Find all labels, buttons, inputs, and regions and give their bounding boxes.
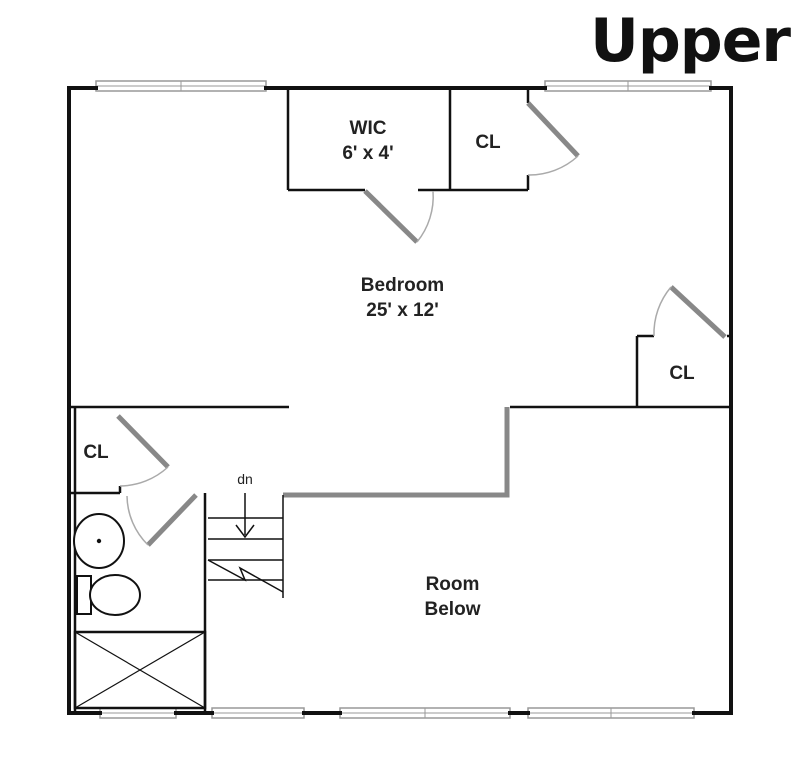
- window-top-left: [95, 80, 267, 92]
- room-below-label: Room Below: [395, 572, 510, 622]
- wic-label: WIC 6' x 4': [318, 116, 418, 166]
- wic-walls: [286, 89, 450, 192]
- closet-left-label: CL: [83, 442, 109, 463]
- bedroom-size: 25' x 12': [366, 300, 439, 321]
- window-bottom-2: [211, 707, 305, 719]
- floor-title: Upper: [590, 6, 791, 76]
- bedroom-name: Bedroom: [360, 275, 445, 296]
- window-bottom-3: [339, 707, 511, 719]
- closet-top-door: [526, 101, 580, 176]
- sink-icon: [73, 513, 125, 569]
- railing: [283, 407, 510, 498]
- closet-right-label: CL: [669, 363, 695, 384]
- wic-name: WIC: [349, 118, 387, 139]
- wic-size: 6' x 4': [342, 143, 394, 164]
- bath-fixtures: [73, 513, 207, 710]
- room-below-name: Room: [425, 574, 480, 595]
- bath-door: [126, 493, 198, 547]
- room-below-size: Below: [424, 599, 481, 620]
- stair-break-line: [207, 559, 284, 593]
- wic-door: [363, 189, 434, 244]
- closet-right-walls: [635, 334, 731, 407]
- interior-walls: [69, 89, 731, 713]
- closet-right-door: [653, 285, 727, 339]
- closet-top-label: CL: [475, 132, 501, 153]
- window-bottom-4: [527, 707, 695, 719]
- stairs-down-label: dn: [237, 471, 253, 487]
- toilet-icon: [76, 574, 141, 616]
- bedroom-label: Bedroom 25' x 12': [330, 273, 475, 323]
- closet-left-door: [116, 414, 170, 487]
- arrow-down-icon: [235, 493, 255, 539]
- window-top-right: [544, 80, 712, 92]
- window-bottom-1: [99, 707, 177, 719]
- exterior-walls: [67, 86, 733, 715]
- windows: [95, 80, 712, 719]
- bath-walls: [69, 408, 207, 713]
- doors: [116, 101, 727, 547]
- shower-icon: [73, 630, 207, 710]
- staircase: [207, 493, 284, 598]
- closet-top-walls: [448, 89, 530, 192]
